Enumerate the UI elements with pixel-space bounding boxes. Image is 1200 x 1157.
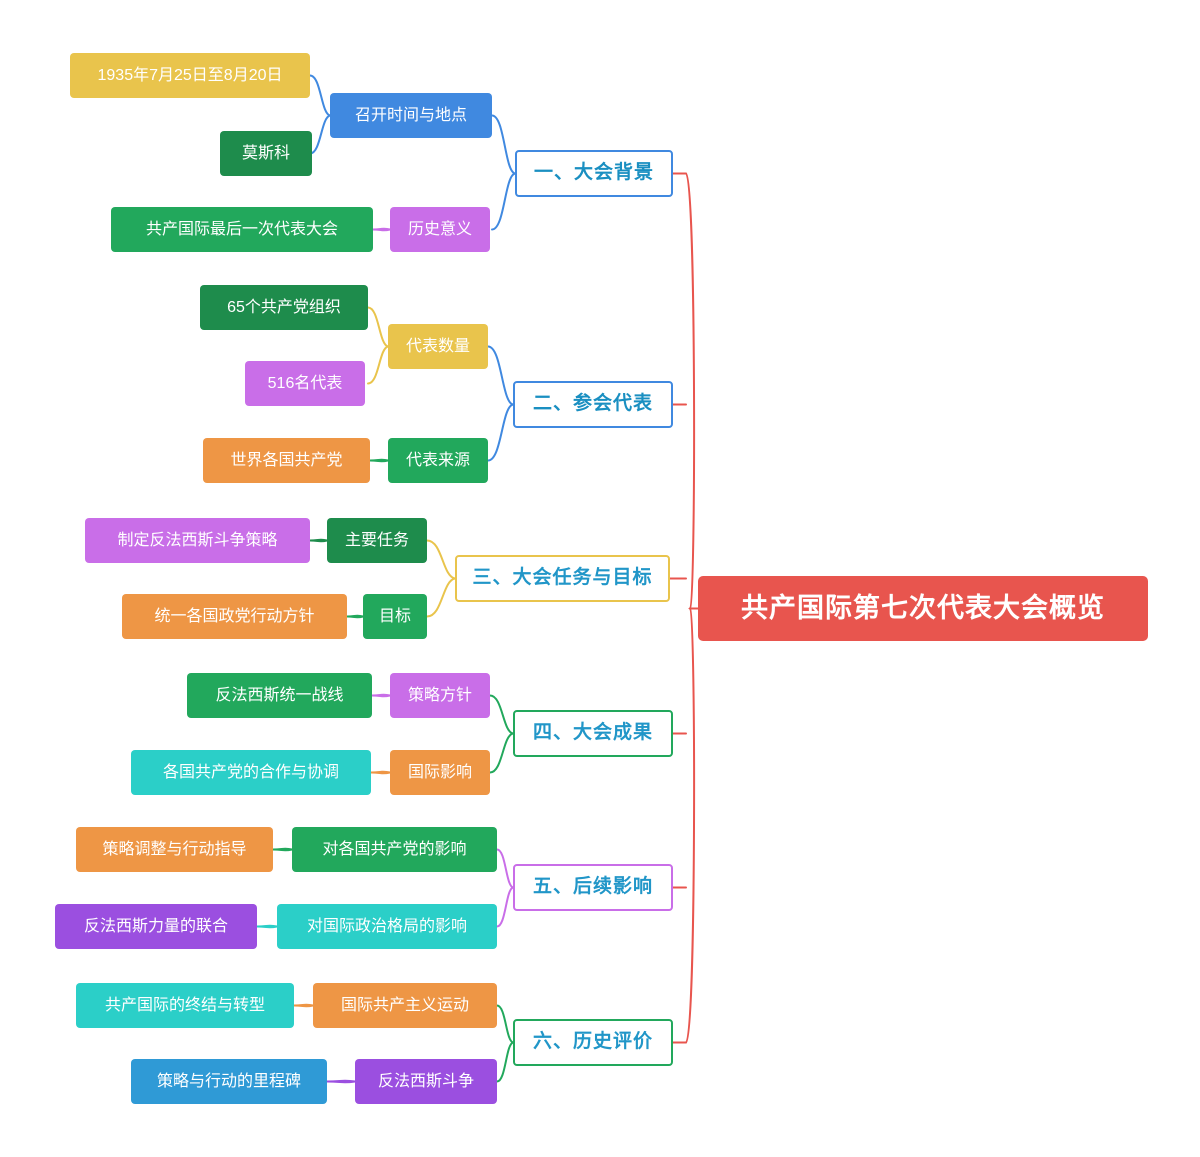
subtopic-node[interactable]: 国际共产主义运动	[313, 983, 497, 1028]
branch-node-5[interactable]: 五、后续影响	[513, 864, 673, 911]
leaf-node[interactable]: 共产国际的终结与转型	[76, 983, 294, 1028]
branch-node-3[interactable]: 三、大会任务与目标	[455, 555, 670, 602]
branch-node-1[interactable]: 一、大会背景	[515, 150, 673, 197]
leaf-node[interactable]: 65个共产党组织	[200, 285, 368, 330]
subtopic-node[interactable]: 目标	[363, 594, 427, 639]
leaf-node[interactable]: 516名代表	[245, 361, 365, 406]
leaf-node[interactable]: 世界各国共产党	[203, 438, 370, 483]
subtopic-node[interactable]: 对各国共产党的影响	[292, 827, 497, 872]
root-node: 共产国际第七次代表大会概览	[698, 576, 1148, 641]
leaf-node[interactable]: 共产国际最后一次代表大会	[111, 207, 373, 252]
leaf-node[interactable]: 1935年7月25日至8月20日	[70, 53, 310, 98]
leaf-node[interactable]: 制定反法西斯斗争策略	[85, 518, 310, 563]
subtopic-node[interactable]: 策略方针	[390, 673, 490, 718]
leaf-node[interactable]: 策略调整与行动指导	[76, 827, 273, 872]
subtopic-node[interactable]: 主要任务	[327, 518, 427, 563]
leaf-node[interactable]: 各国共产党的合作与协调	[131, 750, 371, 795]
leaf-node[interactable]: 反法西斯统一战线	[187, 673, 372, 718]
subtopic-node[interactable]: 国际影响	[390, 750, 490, 795]
branch-node-2[interactable]: 二、参会代表	[513, 381, 673, 428]
subtopic-node[interactable]: 代表来源	[388, 438, 488, 483]
branch-node-4[interactable]: 四、大会成果	[513, 710, 673, 757]
branch-node-6[interactable]: 六、历史评价	[513, 1019, 673, 1066]
leaf-node[interactable]: 莫斯科	[220, 131, 312, 176]
leaf-node[interactable]: 统一各国政党行动方针	[122, 594, 347, 639]
subtopic-node[interactable]: 代表数量	[388, 324, 488, 369]
subtopic-node[interactable]: 反法西斯斗争	[355, 1059, 497, 1104]
subtopic-node[interactable]: 召开时间与地点	[330, 93, 492, 138]
subtopic-node[interactable]: 历史意义	[390, 207, 490, 252]
leaf-node[interactable]: 反法西斯力量的联合	[55, 904, 257, 949]
subtopic-node[interactable]: 对国际政治格局的影响	[277, 904, 497, 949]
leaf-node[interactable]: 策略与行动的里程碑	[131, 1059, 327, 1104]
